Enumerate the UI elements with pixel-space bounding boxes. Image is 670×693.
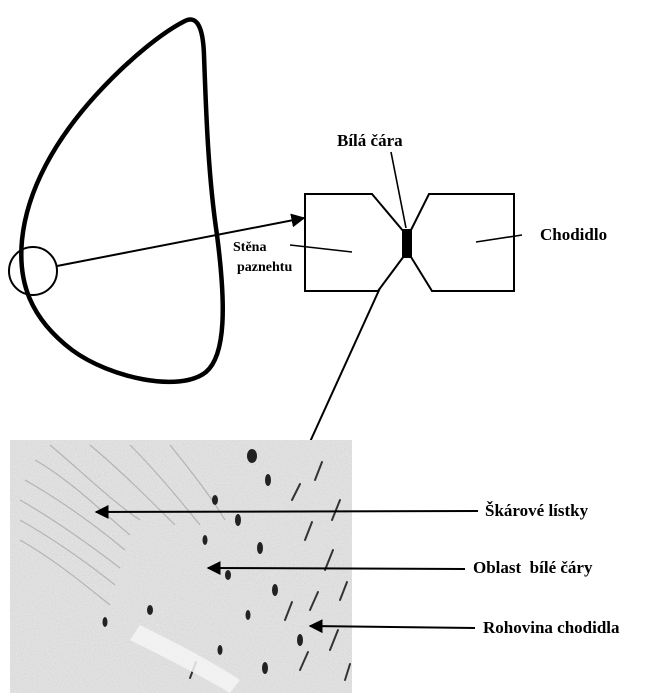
label-white-line: Bílá čára: [337, 131, 403, 150]
white-line-leader: [391, 152, 406, 228]
lamellae-arrow: [96, 511, 478, 512]
hoof-outline: [21, 19, 223, 381]
label-white-line-region: Oblast bílé čáry: [473, 558, 593, 577]
label-hoof-wall-1: Stěna: [233, 240, 266, 255]
micrograph: [10, 440, 352, 693]
wall-section-shape: [305, 194, 404, 291]
label-horn-lamellae: Škárové lístky: [485, 501, 589, 520]
label-sole-horn: Rohovina chodidla: [483, 618, 620, 637]
white-line-region-arrow: [208, 568, 465, 569]
sole-section-shape: [411, 194, 514, 291]
wall-leader: [290, 245, 352, 252]
zoom-arrow: [57, 218, 304, 266]
label-sole: Chodidlo: [540, 225, 607, 244]
magnifier-circle: [9, 247, 57, 295]
label-hoof-wall-2: paznehtu: [237, 260, 292, 275]
white-line-bar: [402, 229, 412, 258]
sole-leader: [476, 235, 522, 242]
